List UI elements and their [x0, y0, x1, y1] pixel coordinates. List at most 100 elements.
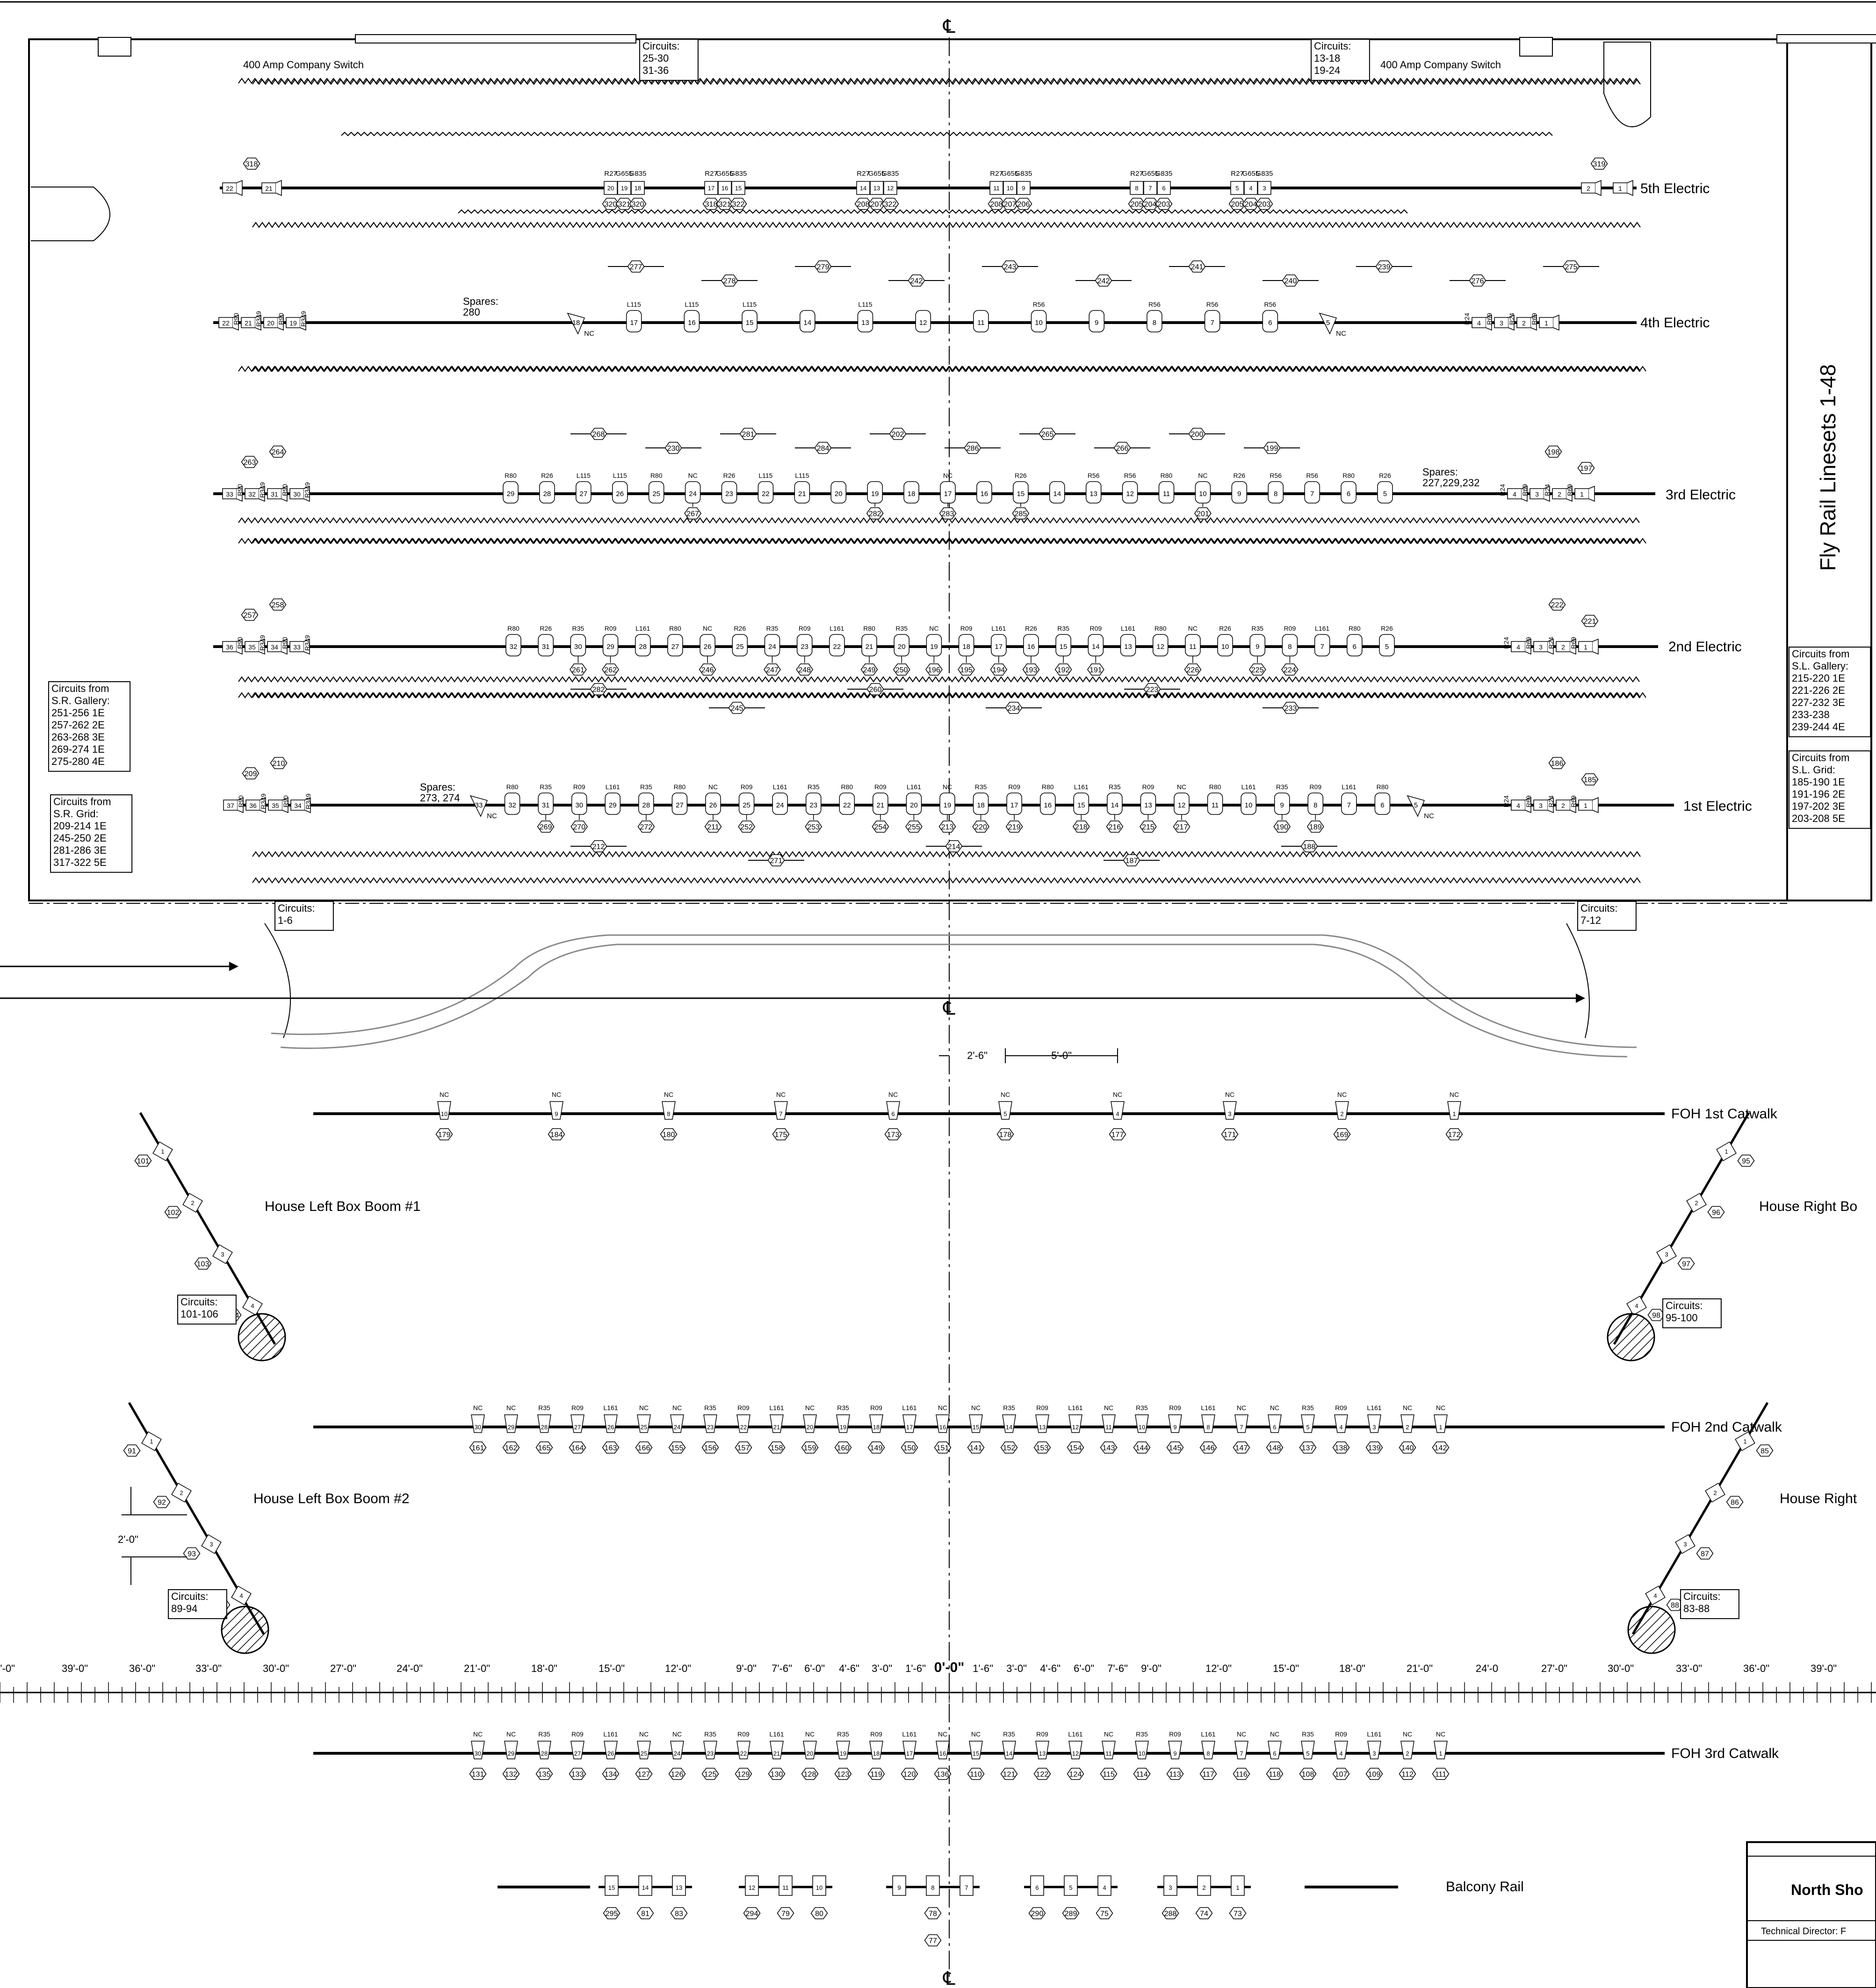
unit-number: 3 — [1500, 319, 1503, 327]
scale-label: 4'-6" — [839, 1663, 859, 1674]
unit-number: 23 — [725, 490, 733, 498]
circuit-number: 266 — [1116, 445, 1129, 453]
circuit-number: 290 — [1031, 1910, 1044, 1918]
circuit-hex — [1033, 1441, 1051, 1454]
lighting-unit — [732, 634, 748, 656]
gel-color: R09 — [571, 1730, 584, 1738]
unit-number: 12 — [1126, 490, 1134, 498]
gel-color: G655 — [616, 170, 633, 178]
end-unit-lens — [260, 797, 266, 814]
unit-number: 21 — [877, 801, 885, 809]
circuit-number: 246 — [701, 666, 714, 674]
gel-color: R80 — [1342, 472, 1355, 479]
unit-number: 1 — [161, 1148, 164, 1155]
unit-number: 11 — [1105, 1424, 1112, 1431]
circuit-hex — [996, 1128, 1014, 1140]
circuit-hex — [1365, 1768, 1383, 1780]
circuit-hex — [1087, 663, 1104, 676]
lighting-unit — [1120, 634, 1136, 656]
dimmer-icon — [98, 37, 131, 57]
unit-number: 2 — [1695, 1200, 1698, 1207]
catwalk-unit — [1035, 1414, 1049, 1433]
end-unit-lens — [1595, 180, 1602, 196]
gel-color: L115 — [758, 472, 772, 479]
unit-number: 32 — [508, 801, 516, 809]
unit-number: 36 — [249, 802, 257, 809]
circuit-hex — [1647, 1309, 1665, 1321]
gel-color: NC — [938, 1404, 947, 1412]
sr-gallery-box-line: 257-262 2E — [51, 719, 105, 731]
unit-number: 5 — [1306, 1424, 1309, 1431]
gel-color: NC — [440, 1091, 449, 1098]
scale-label: 6'-0" — [804, 1663, 825, 1674]
unit-number: 27 — [671, 643, 679, 651]
circuit-number: 120 — [903, 1771, 916, 1779]
circuit-hex — [1233, 1441, 1250, 1454]
circuit-hex — [1707, 1206, 1725, 1218]
gel-color: R35 — [538, 1404, 550, 1412]
gel-color: R35 — [1136, 1404, 1148, 1412]
sl-grid-box-line: 197-202 3E — [1792, 800, 1845, 812]
unit-number: 10 — [1199, 490, 1207, 498]
sr-gallery-box-line: 269-274 1E — [51, 743, 105, 755]
gel-color: R24 — [1499, 484, 1506, 496]
circuit-number: 97 — [1682, 1261, 1690, 1268]
circuit-hex — [241, 609, 259, 621]
circuit-number: 153 — [1036, 1444, 1049, 1452]
circuit-number: 131 — [472, 1771, 484, 1779]
end-unit-lens — [1547, 797, 1554, 814]
end-unit-lens — [236, 485, 243, 502]
circuit-hex — [1095, 274, 1112, 287]
unit-number: 5 — [1069, 1884, 1072, 1891]
circuit-hex — [502, 1441, 520, 1454]
strip-unit — [1257, 181, 1271, 195]
unit-number: 5 — [1414, 801, 1418, 809]
gel-color: R24 — [1547, 795, 1555, 807]
strip-unit — [718, 181, 732, 195]
lighting-unit — [1031, 310, 1047, 332]
circuit-number: 205 — [1131, 201, 1143, 209]
circuit-hex — [901, 1441, 918, 1454]
circuit-number: 95 — [1742, 1158, 1750, 1166]
circuit-hex — [1033, 1768, 1051, 1780]
gel-color: R09 — [1169, 1730, 1181, 1738]
unit-number: 15 — [973, 1424, 979, 1431]
unit-number: 19 — [289, 319, 297, 327]
boom-label-hl1: House Left Box Boom #1 — [265, 1199, 421, 1214]
circuit-number: 86 — [1731, 1499, 1739, 1507]
gel-color: R26 — [734, 625, 746, 632]
circuit-number: 132 — [505, 1771, 518, 1779]
gel-color: R56 — [1264, 301, 1276, 308]
gel-color: R56 — [1270, 472, 1282, 479]
gel-color: R35 — [1302, 1404, 1314, 1412]
gel-color: R27 — [705, 170, 718, 178]
unit-number: 22 — [740, 1750, 747, 1757]
boom-unit — [182, 1193, 203, 1213]
end-unit-lens — [1508, 314, 1515, 331]
unit-number: 24 — [776, 801, 784, 809]
circuit-number: 121 — [1003, 1771, 1016, 1779]
unit-number: 16 — [1027, 643, 1035, 651]
circuit-hex — [1726, 1496, 1744, 1508]
gel-color: R35 — [766, 625, 779, 632]
circuit-hex — [938, 821, 956, 833]
circuits-box-top-right — [1311, 39, 1370, 81]
sr-grid-box-line: Circuits from — [53, 796, 111, 807]
gel-color: R35 — [1109, 783, 1121, 791]
circuit-number: 114 — [1136, 1771, 1148, 1779]
lighting-unit — [1374, 792, 1391, 815]
gel-color: L161 — [902, 1730, 916, 1738]
circuit-hex — [1221, 1128, 1239, 1140]
gel-color: R69 — [1521, 484, 1529, 496]
end-unit-lens — [232, 314, 239, 331]
circuit-hex — [1067, 1768, 1084, 1780]
follow-unit — [567, 312, 585, 335]
unit-number: 12 — [1072, 1424, 1079, 1431]
lighting-unit — [1207, 792, 1223, 815]
circuit-number: 230 — [667, 445, 680, 453]
catwalk-unit — [902, 1414, 916, 1433]
company-switch-left: 400 Amp Company Switch — [243, 59, 364, 71]
circuit-number: 250 — [895, 666, 908, 674]
unit-number: 1 — [1439, 1424, 1442, 1431]
boom-unit — [171, 1483, 192, 1503]
